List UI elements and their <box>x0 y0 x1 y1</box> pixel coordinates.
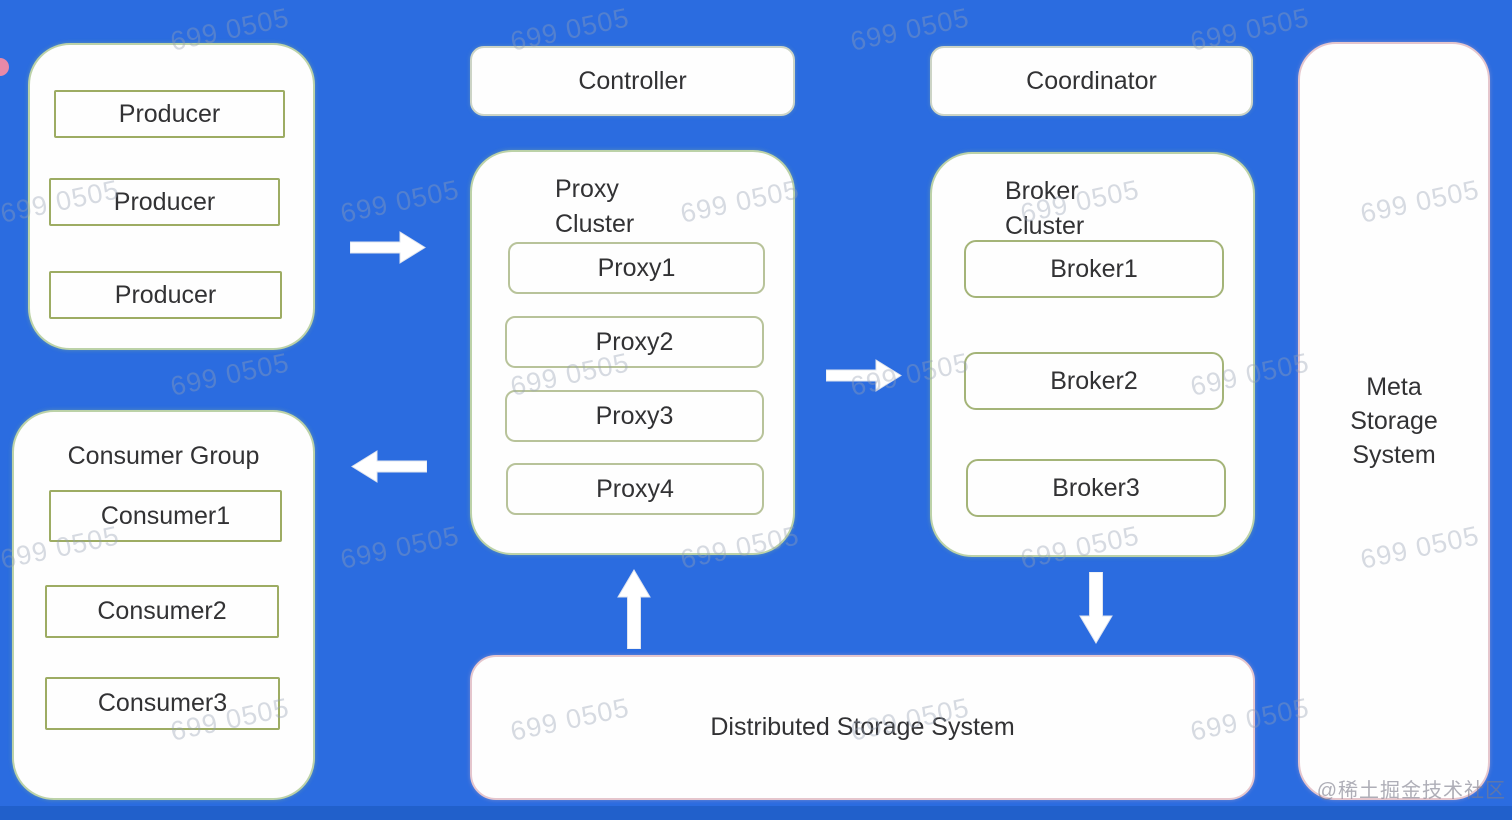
consumer-group-title: Consumer Group <box>67 442 260 470</box>
broker-cluster-title-line: Broker <box>1005 177 1079 205</box>
consumer-node: Consumer1 <box>49 490 282 542</box>
producer-node: Producer <box>49 178 280 226</box>
arrow-proxy-to-broker-icon <box>826 359 902 392</box>
broker-node: Broker2 <box>964 352 1224 410</box>
arrow-producer-to-proxy-icon <box>350 231 426 264</box>
producer-node: Producer <box>54 90 285 138</box>
proxy-cluster-title: Proxy Cluster <box>555 172 634 242</box>
consumer-group-container: Consumer Group Consumer1 Consumer2 Consu… <box>12 410 315 800</box>
coordinator-node: Coordinator <box>930 46 1253 116</box>
arrow-broker-to-storage-icon <box>1079 572 1113 644</box>
meta-storage-label-line: Storage <box>1350 407 1438 435</box>
broker-node: Broker3 <box>966 459 1226 517</box>
proxy-node: Proxy1 <box>508 242 765 294</box>
watermark-text: 699 0505 <box>337 520 463 575</box>
watermark-badge: @稀土掘金技术社区 <box>1316 780 1506 802</box>
consumer-node: Consumer2 <box>45 585 279 638</box>
distributed-storage-node: Distributed Storage System <box>470 655 1255 800</box>
proxy-node: Proxy2 <box>505 316 764 368</box>
arrow-proxy-to-consumer-icon <box>351 450 427 483</box>
meta-storage-label: Meta Storage System <box>1300 44 1488 798</box>
meta-storage-node: Meta Storage System <box>1298 42 1490 800</box>
distributed-storage-label: Distributed Storage System <box>710 713 1015 741</box>
broker-cluster-container: Broker Cluster Broker1 Broker2 Broker3 <box>930 152 1255 557</box>
pink-dot <box>0 58 9 76</box>
meta-storage-label-line: Meta <box>1366 373 1422 401</box>
arrow-storage-to-proxy-icon <box>617 569 651 649</box>
meta-storage-label-line: System <box>1352 441 1436 469</box>
bottom-strip <box>0 806 1512 820</box>
proxy-cluster-title-line: Proxy <box>555 175 619 203</box>
consumer-node: Consumer3 <box>45 677 280 730</box>
broker-cluster-title: Broker Cluster <box>1005 174 1084 244</box>
proxy-cluster-container: Proxy Cluster Proxy1 Proxy2 Proxy3 Proxy… <box>470 150 795 555</box>
producer-group-container: Producer Producer Producer <box>28 43 315 350</box>
broker-node: Broker1 <box>964 240 1224 298</box>
controller-node: Controller <box>470 46 795 116</box>
producer-node: Producer <box>49 271 282 319</box>
watermark-text: 699 0505 <box>337 174 463 229</box>
watermark-text: 699 0505 <box>167 347 293 402</box>
broker-cluster-title-line: Cluster <box>1005 212 1085 240</box>
proxy-node: Proxy4 <box>506 463 764 515</box>
proxy-cluster-title-line: Cluster <box>555 210 635 238</box>
proxy-node: Proxy3 <box>505 390 764 442</box>
